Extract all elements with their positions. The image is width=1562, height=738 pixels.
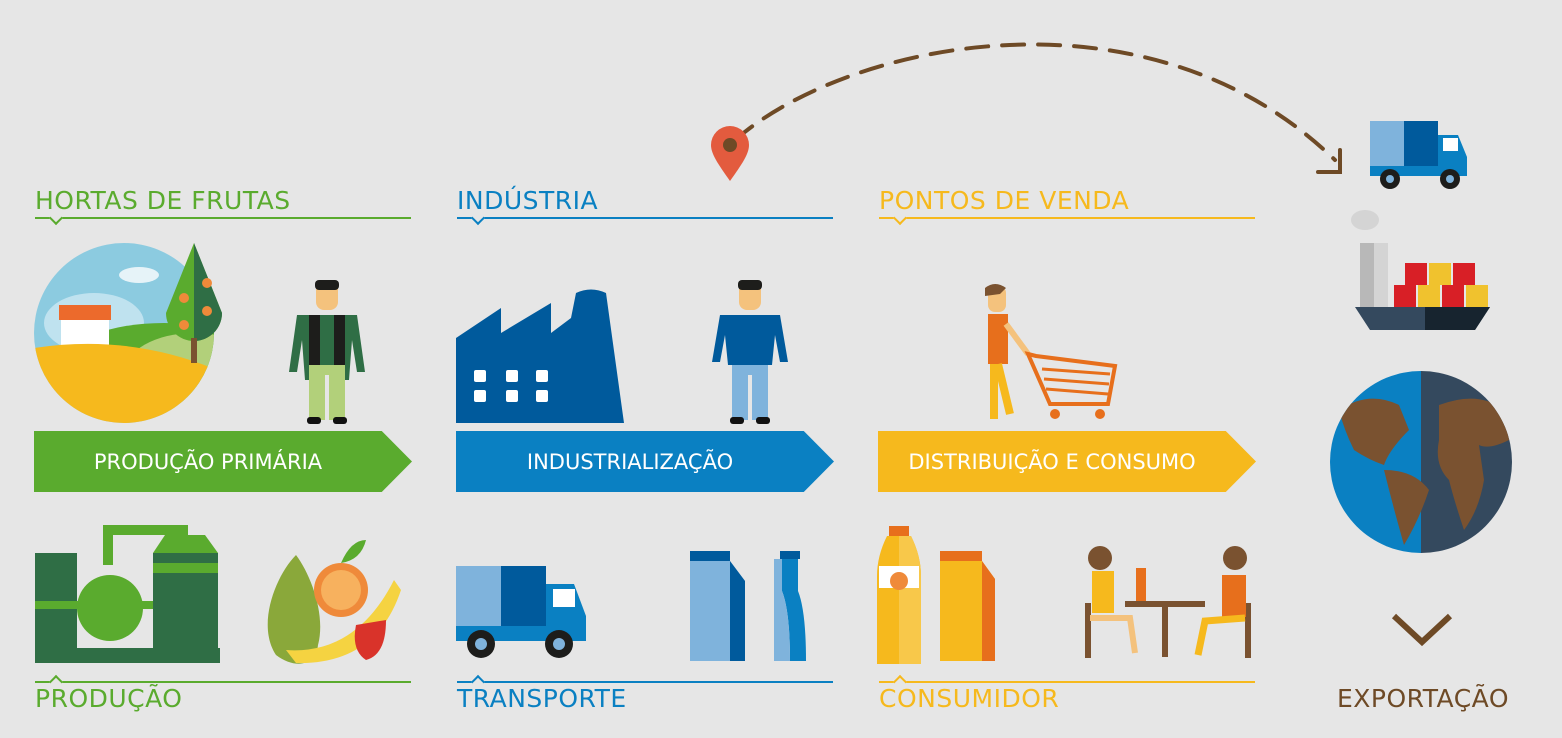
footer-consumidor: CONSUMIDOR xyxy=(879,684,1060,713)
fruit-tree-icon xyxy=(166,243,222,363)
farmer-person-icon xyxy=(289,280,365,424)
banner-distribuicao-e-consumo: DISTRIBUIÇÃO E CONSUMO xyxy=(878,431,1256,492)
banner-producao-primaria: PRODUÇÃO PRIMÁRIA xyxy=(34,431,412,492)
worker-person-icon xyxy=(712,280,788,424)
banner-label: PRODUÇÃO PRIMÁRIA xyxy=(93,449,323,474)
juice-bottle-icon xyxy=(877,526,921,664)
footer-producao: PRODUÇÃO xyxy=(35,684,183,713)
people-at-table-icon xyxy=(1085,546,1251,658)
fruits-icon xyxy=(267,540,401,664)
footer-transporte: TRANSPORTE xyxy=(457,684,627,713)
processing-plant-icon xyxy=(35,525,220,663)
header-industria: INDÚSTRIA xyxy=(457,186,599,215)
header-rule xyxy=(879,217,1255,219)
banner-label: INDUSTRIALIZAÇÃO xyxy=(526,449,734,474)
delivery-truck-icon xyxy=(456,566,586,658)
header-pontos-de-venda: PONTOS DE VENDA xyxy=(879,186,1130,215)
export-label: EXPORTAÇÃO xyxy=(1337,684,1510,713)
banner-industrializacao: INDUSTRIALIZAÇÃO xyxy=(456,431,834,492)
footer-rule xyxy=(879,681,1255,683)
location-pin-icon xyxy=(711,126,749,181)
milk-carton-icon xyxy=(690,551,745,661)
banner-label: DISTRIBUIÇÃO E CONSUMO xyxy=(908,449,1196,474)
footer-rule xyxy=(457,681,833,683)
export-truck-icon xyxy=(1370,121,1467,189)
header-hortas-de-frutas: HORTAS DE FRUTAS xyxy=(35,186,291,215)
header-rule xyxy=(35,217,411,219)
header-rule xyxy=(457,217,833,219)
globe-icon xyxy=(1330,371,1512,553)
chevron-down-icon xyxy=(1391,613,1453,647)
juice-carton-icon xyxy=(940,551,995,661)
shopper-with-cart-icon xyxy=(985,284,1118,419)
footer-rule xyxy=(35,681,411,683)
cargo-ship-icon xyxy=(1351,210,1490,330)
bottle-icon xyxy=(774,551,806,661)
factory-icon xyxy=(456,289,624,423)
